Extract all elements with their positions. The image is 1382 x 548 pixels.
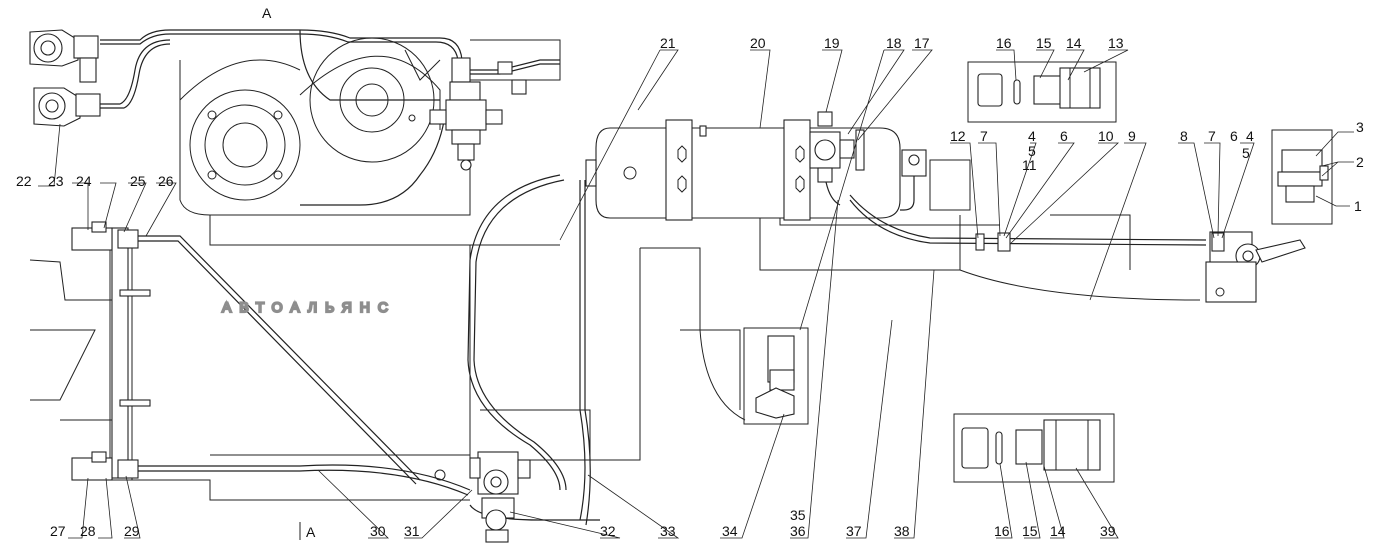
callout-6b: 6 <box>1230 128 1238 144</box>
callout-12: 12 <box>950 128 966 144</box>
brake-valve-bottom <box>434 451 531 543</box>
left-bracket <box>71 221 151 481</box>
callout-25: 25 <box>130 173 146 189</box>
brake-valve-top <box>404 39 561 171</box>
pressure-regulator <box>900 149 927 211</box>
callout-14b: 14 <box>1050 523 1066 539</box>
callout-7a: 7 <box>980 128 988 144</box>
coupling-head-lower <box>33 87 101 127</box>
callout-17: 17 <box>914 35 930 51</box>
callout-28: 28 <box>80 523 96 539</box>
pipes-top <box>100 29 463 206</box>
callout-10: 10 <box>1098 128 1114 144</box>
callout-32: 32 <box>600 523 616 539</box>
callout-4a: 4 <box>1028 128 1036 144</box>
callout-37: 37 <box>846 523 862 539</box>
detail-box-34 <box>743 327 809 425</box>
callout-8: 8 <box>1180 128 1188 144</box>
callout-2: 2 <box>1356 154 1364 170</box>
pipes-lower <box>138 174 841 526</box>
callout-33: 33 <box>660 523 676 539</box>
brake-chamber-right <box>1205 231 1306 303</box>
callout-21: 21 <box>660 35 676 51</box>
callout-35: 35 <box>790 507 806 523</box>
callout-26: 26 <box>158 173 174 189</box>
detail-box-bottom <box>953 413 1115 483</box>
air-receiver-tank <box>585 119 901 221</box>
callout-23: 23 <box>48 173 64 189</box>
callout-36: 36 <box>790 523 806 539</box>
callout-numbers: 21 20 19 18 17 16 15 14 13 12 7 4 5 11 6… <box>16 35 1364 539</box>
callout-19: 19 <box>824 35 840 51</box>
callout-34: 34 <box>722 523 738 539</box>
callout-38: 38 <box>894 523 910 539</box>
callout-14a: 14 <box>1066 35 1082 51</box>
callout-16b: 16 <box>994 523 1010 539</box>
callout-1: 1 <box>1354 198 1362 214</box>
coupling-head-upper <box>29 29 99 67</box>
callout-39: 39 <box>1100 523 1116 539</box>
leader-lines <box>38 49 1354 539</box>
callout-15a: 15 <box>1036 35 1052 51</box>
callout-15b: 15 <box>1022 523 1038 539</box>
callout-30: 30 <box>370 523 386 539</box>
coupling-bracket <box>79 57 97 83</box>
callout-22: 22 <box>16 173 32 189</box>
callout-3: 3 <box>1356 119 1364 135</box>
view-label-bottom: A <box>306 524 316 540</box>
callout-16a: 16 <box>996 35 1012 51</box>
callout-29: 29 <box>124 523 140 539</box>
callout-6a: 6 <box>1060 128 1068 144</box>
view-label-top: A <box>262 5 272 21</box>
detail-box-right <box>1271 129 1333 225</box>
wheel-hub-left <box>189 89 301 201</box>
watermark-text: АВТОАЛЬЯНС <box>222 299 396 315</box>
detail-box-top <box>967 61 1117 123</box>
callout-24: 24 <box>76 173 92 189</box>
drain-valve <box>809 111 865 183</box>
frame-outline <box>29 55 1201 501</box>
callout-27: 27 <box>50 523 66 539</box>
callout-5b: 5 <box>1242 145 1250 161</box>
pipes-right <box>849 194 1225 252</box>
callout-7b: 7 <box>1208 128 1216 144</box>
callout-18: 18 <box>886 35 902 51</box>
callout-9: 9 <box>1128 128 1136 144</box>
callout-4b: 4 <box>1246 128 1254 144</box>
callout-5a: 5 <box>1028 143 1036 159</box>
callout-20: 20 <box>750 35 766 51</box>
callout-11: 11 <box>1022 157 1037 173</box>
callout-31: 31 <box>404 523 420 539</box>
callout-13: 13 <box>1108 35 1124 51</box>
